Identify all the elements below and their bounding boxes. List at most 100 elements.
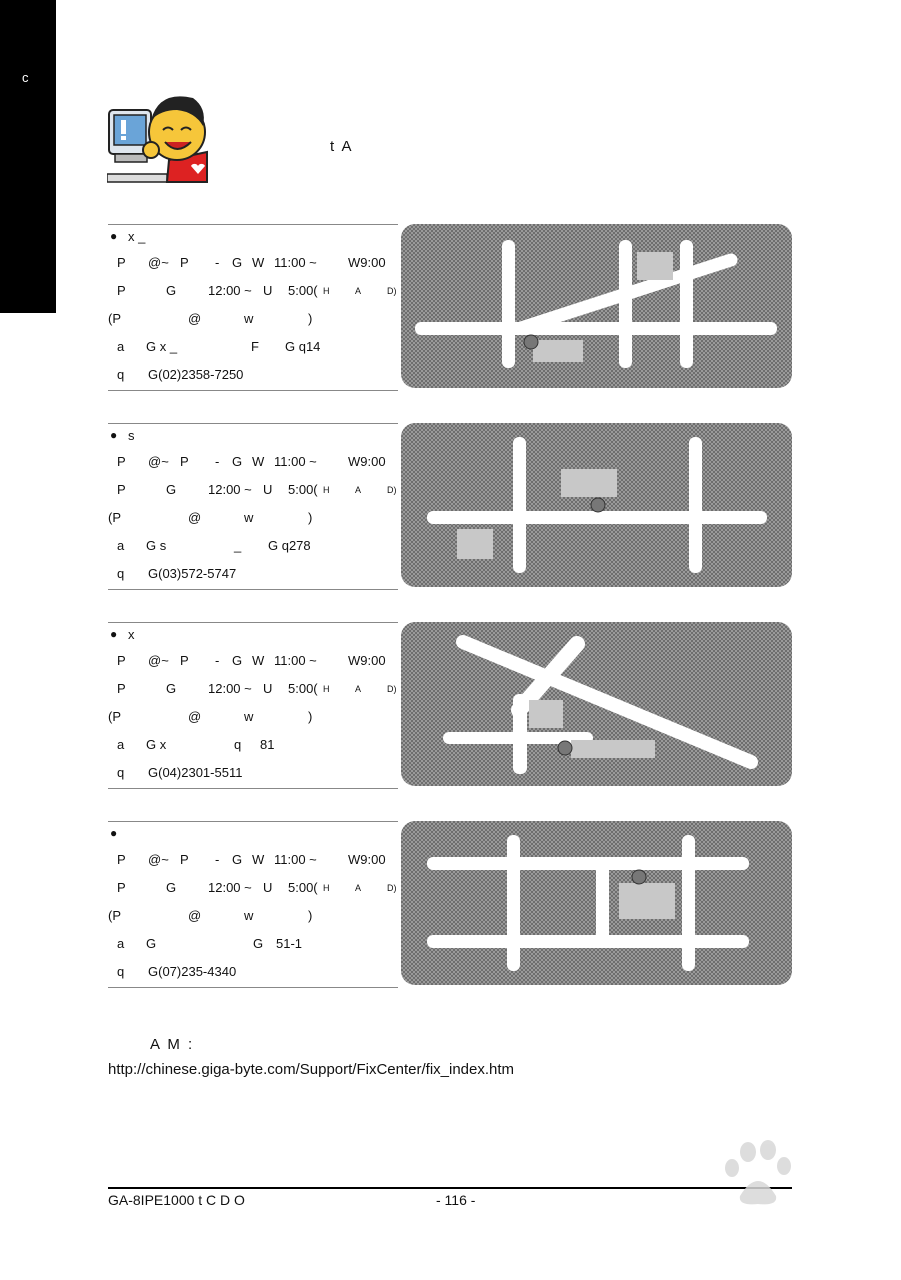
hours-text: A: [355, 684, 362, 694]
hours-text: @~: [148, 454, 169, 469]
hours-text: 5:00(: [288, 283, 318, 298]
hours-text: G: [232, 454, 243, 469]
hours-text: -: [215, 454, 220, 469]
hours-text: W9:00: [348, 454, 386, 469]
hours-text: W: [252, 852, 265, 867]
service-center-section: ● P @~ P - G W 11:00 ~ W9:00 P G 12:00 ~…: [108, 821, 398, 988]
address-text: G: [146, 936, 157, 951]
hours-text: @~: [148, 653, 169, 668]
header-text: t A: [330, 138, 354, 155]
hours-row: P G 12:00 ~ U 5:00( H A D): [108, 482, 398, 502]
street-map-icon: [401, 821, 792, 985]
address-text: a: [117, 936, 125, 951]
hours-text: G: [166, 283, 177, 298]
street-map-icon: [401, 622, 792, 786]
hours-row: P G 12:00 ~ U 5:00( H A D): [108, 283, 398, 303]
hours-text: P: [180, 454, 189, 469]
hours-text: G: [166, 681, 177, 696]
location-map: [401, 423, 792, 587]
hours-text: D): [387, 286, 397, 296]
bullet-icon: ●: [110, 229, 118, 243]
hours-text: P: [117, 255, 126, 270]
location-map: [401, 622, 792, 786]
hours-text: H: [323, 883, 330, 893]
note-text: (P: [108, 908, 121, 923]
repair-center-url[interactable]: http://chinese.giga-byte.com/Support/Fix…: [108, 1061, 515, 1078]
section-title-row: ●: [108, 826, 398, 846]
hours-text: 5:00(: [288, 880, 318, 895]
note-text: @: [188, 908, 202, 923]
hours-text: P: [117, 454, 126, 469]
address-row: a G G 51-1: [108, 936, 398, 956]
address-text: a: [117, 339, 125, 354]
hours-text: P: [180, 255, 189, 270]
hours-text: 11:00 ~: [274, 454, 317, 469]
note-text: (P: [108, 510, 121, 525]
hours-text: 5:00(: [288, 482, 318, 497]
side-tab: c: [0, 0, 56, 313]
address-text: G x: [146, 737, 167, 752]
hours-text: 11:00 ~: [274, 255, 317, 270]
phone-row: q G(03)572-5747: [108, 566, 398, 586]
hours-text: H: [323, 485, 330, 495]
hours-row: P G 12:00 ~ U 5:00( H A D): [108, 880, 398, 900]
note-text: ): [308, 908, 313, 923]
address-text: F: [251, 339, 259, 354]
hours-text: A: [355, 883, 362, 893]
mascot-icon: [107, 96, 208, 183]
section-title: x: [128, 627, 135, 642]
address-row: a G s _ G q278: [108, 538, 398, 558]
section-title-row: ● x _: [108, 229, 398, 249]
hours-text: @~: [148, 852, 169, 867]
note-row: (P @ w ): [108, 709, 398, 729]
hours-text: W: [252, 653, 265, 668]
address-text: G x _: [146, 339, 178, 354]
hours-text: 12:00 ~: [208, 681, 252, 696]
hours-row: P G 12:00 ~ U 5:00( H A D): [108, 681, 398, 701]
hours-text: W: [252, 255, 265, 270]
hours-text: H: [323, 286, 330, 296]
hours-row: P @~ P - G W 11:00 ~ W9:00: [108, 255, 398, 275]
address-text: G q14: [285, 339, 321, 354]
note-text: (P: [108, 709, 121, 724]
bullet-icon: ●: [110, 627, 118, 641]
hours-text: G: [166, 880, 177, 895]
address-text: G: [253, 936, 264, 951]
hours-text: D): [387, 485, 397, 495]
hours-text: D): [387, 883, 397, 893]
street-map-icon: [401, 423, 792, 587]
hours-text: 11:00 ~: [274, 852, 317, 867]
note-text: w: [244, 709, 254, 724]
hours-text: P: [117, 880, 126, 895]
section-title-row: ● s: [108, 428, 398, 448]
hours-text: G: [166, 482, 177, 497]
page-model-text: GA-8IPE1000 t C D O: [108, 1192, 245, 1208]
location-map: [401, 821, 792, 985]
hours-text: -: [215, 852, 220, 867]
note-text: ): [308, 709, 313, 724]
hours-text: D): [387, 684, 397, 694]
section-title: x _: [128, 229, 146, 244]
side-tab-letter: c: [22, 70, 29, 85]
hours-text: U: [263, 681, 273, 696]
phone-row: q G(02)2358-7250: [108, 367, 398, 387]
phone-text: q: [117, 765, 125, 780]
phone-row: q G(07)235-4340: [108, 964, 398, 984]
hours-text: P: [117, 653, 126, 668]
hours-text: W9:00: [348, 653, 386, 668]
phone-text: q: [117, 367, 125, 382]
hours-text: 12:00 ~: [208, 880, 252, 895]
hours-text: 11:00 ~: [274, 653, 317, 668]
hours-text: P: [117, 852, 126, 867]
footer-divider: [108, 1187, 792, 1189]
hours-text: -: [215, 653, 220, 668]
hours-row: P @~ P - G W 11:00 ~ W9:00: [108, 653, 398, 673]
note-text: @: [188, 709, 202, 724]
address-text: 51-1: [276, 936, 303, 951]
address-text: a: [117, 538, 125, 553]
location-map: [401, 224, 792, 388]
note-text: (P: [108, 311, 121, 326]
bullet-icon: ●: [110, 826, 118, 840]
hours-text: W: [252, 454, 265, 469]
hours-text: H: [323, 684, 330, 694]
